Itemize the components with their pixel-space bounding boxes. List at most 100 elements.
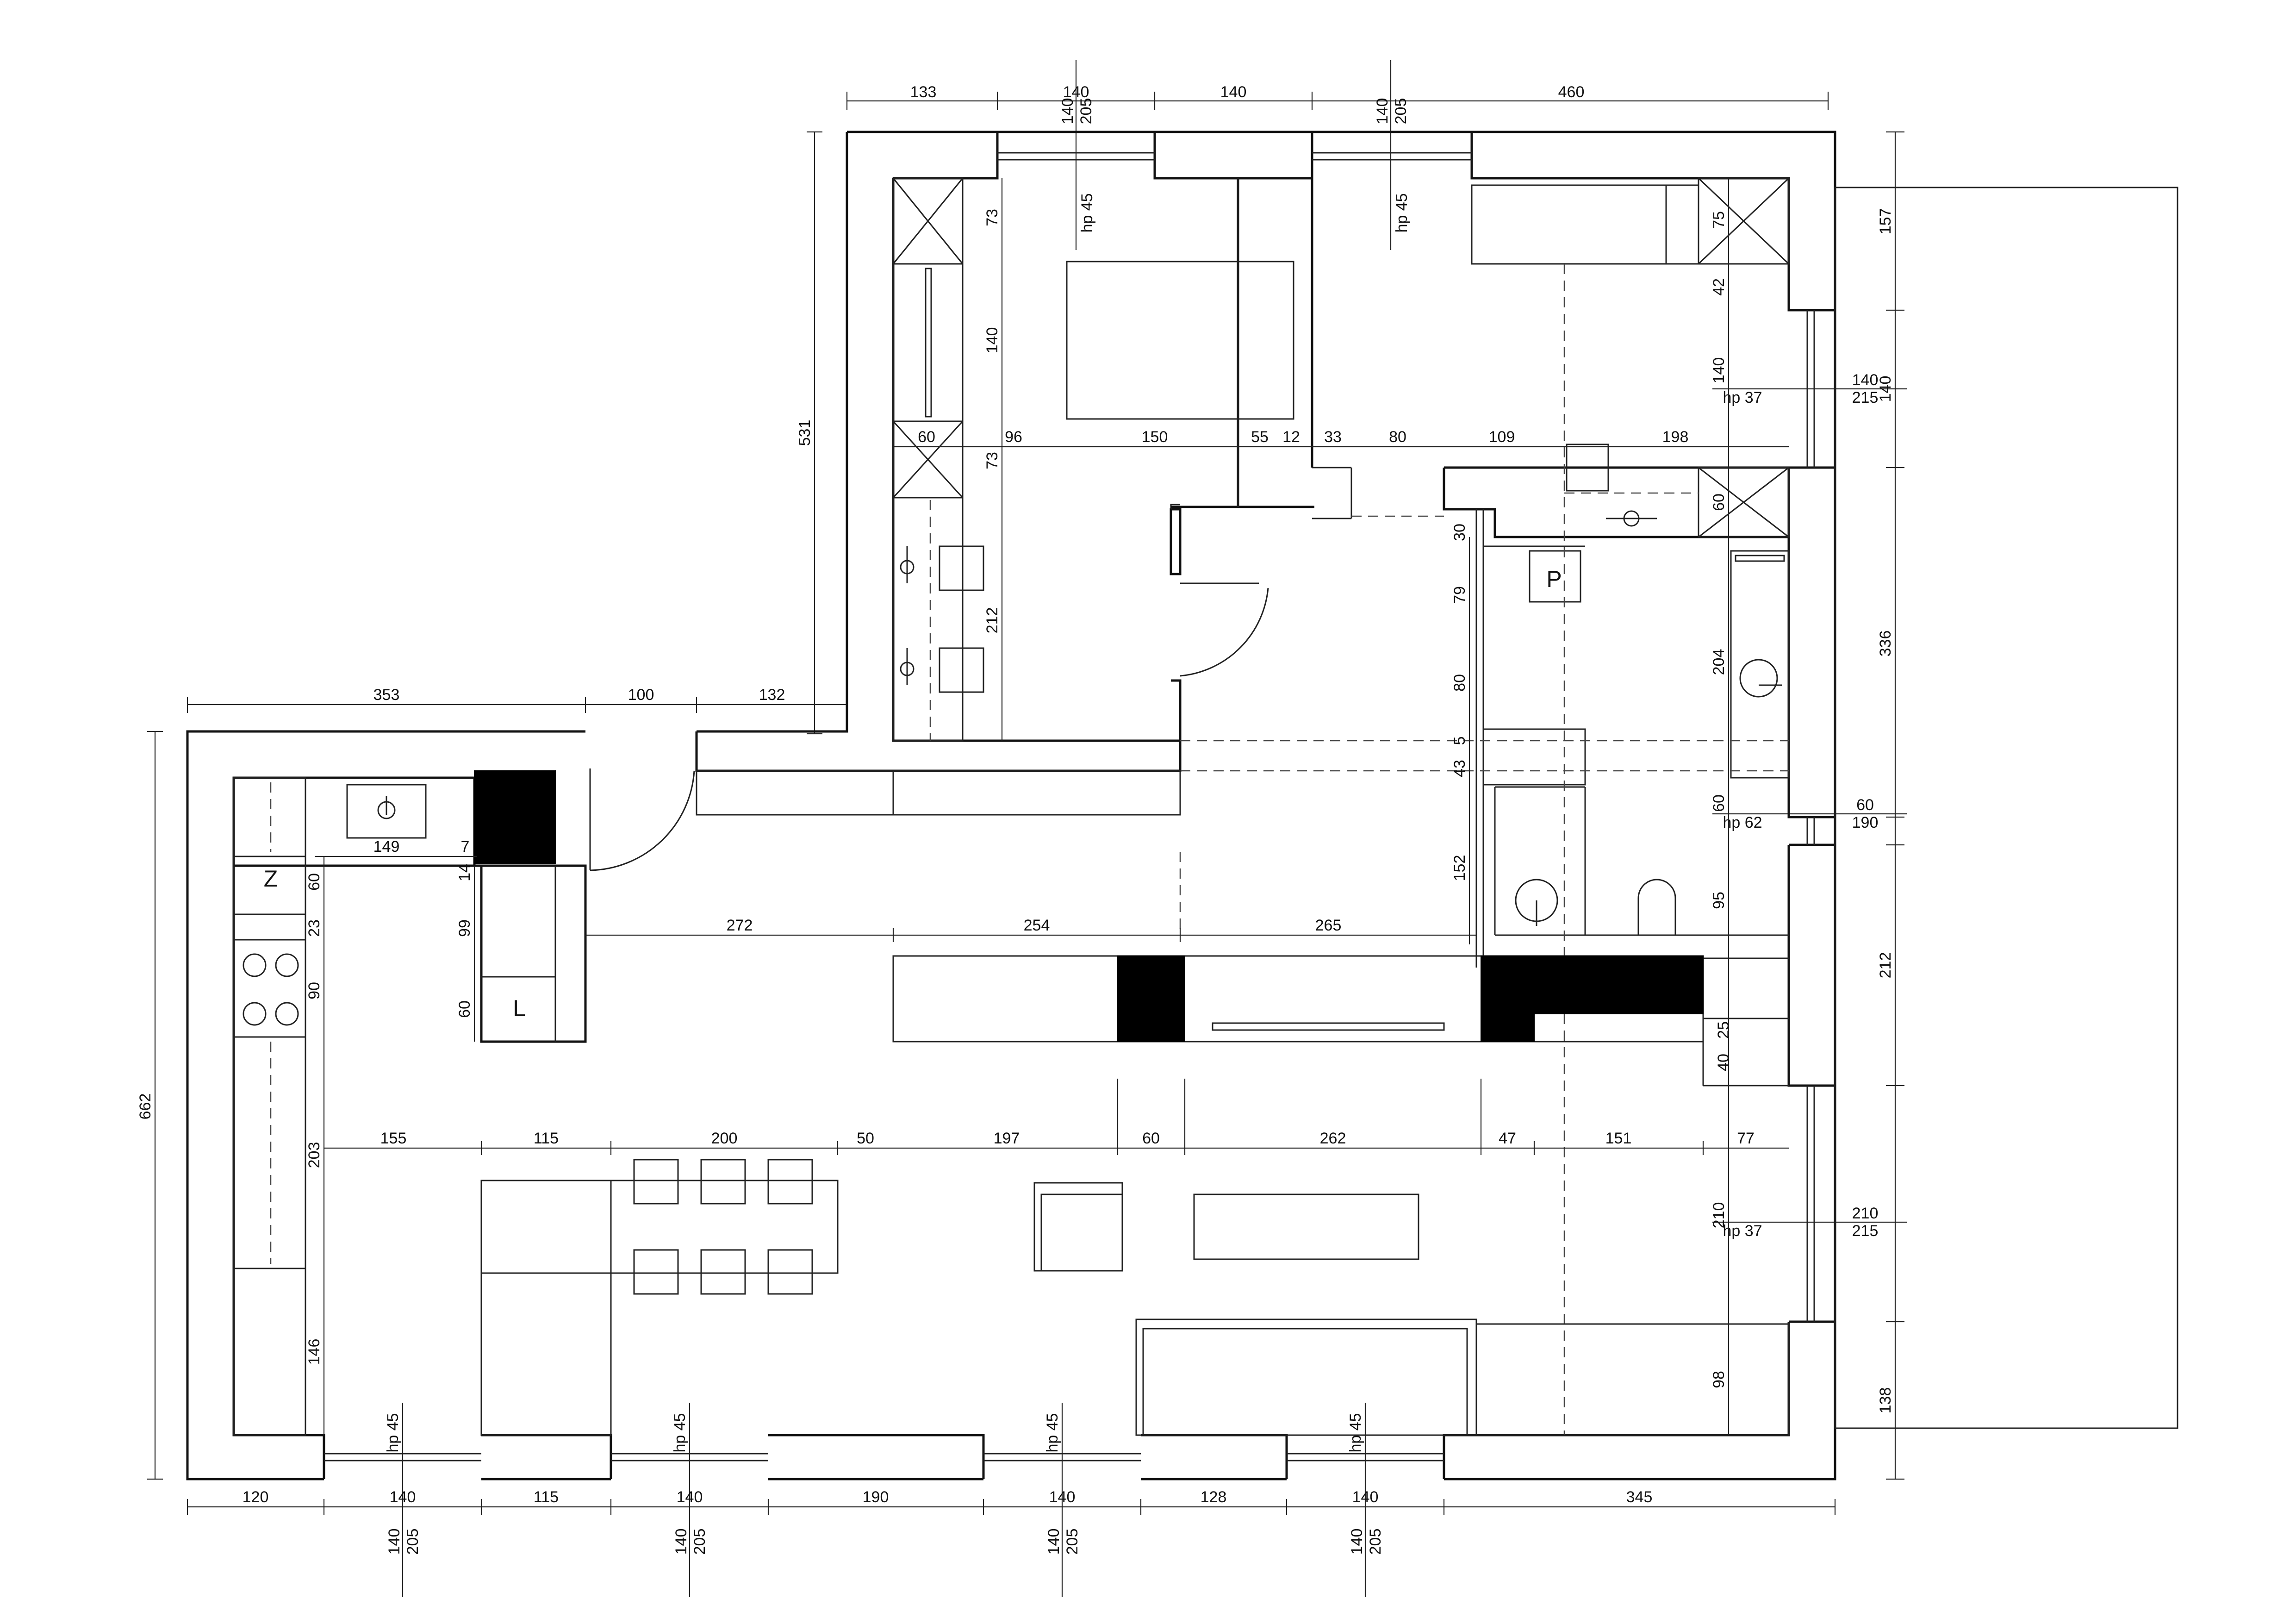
sofa: [1135, 1318, 1477, 1436]
dim-hall-2: 254: [1024, 917, 1050, 934]
dim-bedroom-row-3: 150: [1142, 428, 1168, 446]
hall-dimension-line: [585, 928, 1476, 942]
sill-height-top-1: hp 45: [1078, 193, 1096, 232]
dim-hall-3: 265: [1315, 917, 1342, 934]
dim-living-5: 197: [994, 1130, 1020, 1147]
dim-bottom-window-height-1: 205: [404, 1529, 422, 1555]
dim-bedroom-v3: 73: [983, 452, 1001, 469]
dim-living-9: 151: [1605, 1130, 1632, 1147]
dining-bench: [480, 1180, 612, 1436]
bedroom-door: [1180, 582, 1269, 677]
dim-bottom-9: 345: [1626, 1488, 1653, 1506]
dim-right-window-height-1: 215: [1852, 389, 1879, 406]
dim-bottom-window-width-1: 140: [386, 1529, 403, 1555]
entrance-door: [589, 768, 695, 871]
dim-right-3: 336: [1877, 631, 1894, 657]
kitchen-sink: [346, 784, 427, 839]
dim-bedroom-row-7: 80: [1389, 428, 1406, 446]
dim-right-7: 138: [1877, 1387, 1894, 1414]
dim-kitchen-6: 90: [305, 982, 323, 999]
dim-bottom-2: 140: [390, 1488, 416, 1506]
washing-machine: P: [1529, 550, 1581, 603]
dim-bath-right-4: 60: [1710, 493, 1728, 511]
dim-bedroom-v2: 140: [983, 327, 1001, 354]
sill-height-bottom-2: hp 45: [671, 1413, 689, 1452]
dim-bath-right-7: 95: [1710, 892, 1728, 909]
dim-kitchen-5: 23: [305, 919, 323, 937]
dim-bedroom-row-1: 60: [918, 428, 935, 446]
dim-bath-right-5: 204: [1710, 649, 1728, 675]
dim-right-window-width-1: 140: [1852, 371, 1879, 389]
balcony-outline: [1834, 187, 2178, 1429]
dim-bath-v6: 152: [1451, 855, 1468, 881]
bath-sink-lower: [1515, 879, 1558, 926]
dim-right-5: 212: [1877, 952, 1894, 979]
dim-bottom-6: 140: [1049, 1488, 1076, 1506]
fridge-label: Z: [264, 866, 278, 892]
dim-bedroom-row-6: 33: [1324, 428, 1342, 446]
dim-bath-right-2: 42: [1710, 278, 1728, 296]
dim-bedroom-row-2: 96: [1005, 428, 1022, 446]
dim-bath-right-6: 60: [1710, 794, 1728, 812]
dim-bottom-7: 128: [1201, 1488, 1227, 1506]
dim-upper-left-3: 132: [759, 686, 785, 704]
utility-cabinet-top: [1471, 177, 1790, 265]
dim-bedroom-row-9: 198: [1662, 428, 1689, 446]
dim-living-10: 77: [1737, 1130, 1755, 1147]
dining-table: [610, 1180, 839, 1274]
bath-sink-upper: [1564, 443, 1699, 527]
dim-bedroom-v1: 73: [983, 209, 1001, 226]
bedroom-wardrobe: [892, 177, 964, 742]
right-dimension-line: [1712, 131, 1907, 1480]
dim-bath-right-1: 75: [1710, 211, 1728, 229]
wall-unit-block-1: [1117, 956, 1185, 1042]
washer-label: P: [1546, 566, 1562, 592]
dim-bottom-window-height-3: 205: [1064, 1529, 1081, 1555]
bedroom-dimension-lines: [893, 178, 1789, 741]
bed: [1066, 178, 1294, 507]
dim-kitchen-10: 146: [305, 1339, 323, 1365]
kitchen-counter: [233, 777, 306, 1436]
pantry-label: L: [513, 995, 526, 1021]
dim-right-window-width-3: 210: [1852, 1205, 1879, 1222]
dim-kitchen-8: 60: [456, 1000, 473, 1018]
dim-bath-v2: 79: [1451, 586, 1468, 604]
cooktop: [243, 953, 299, 1026]
dim-left-overall: 662: [137, 1093, 154, 1120]
coffee-table: [1193, 1193, 1419, 1260]
hall-bench: [696, 770, 1181, 935]
dining-chairs: [633, 1159, 813, 1295]
dim-living-3: 200: [711, 1130, 738, 1147]
kitchen-dimension-lines: [315, 856, 477, 1435]
dim-kitchen-9: 203: [305, 1142, 323, 1168]
sill-height-right-3: hp 37: [1723, 1222, 1762, 1240]
dim-upper-left-2: 100: [628, 686, 654, 704]
interior-partitions: [1170, 178, 1789, 1087]
dim-living-right-1: 210: [1710, 1202, 1728, 1229]
bath-divider: [1482, 728, 1586, 786]
dim-hall-1: 272: [727, 917, 753, 934]
dim-bath-v4: 5: [1451, 737, 1468, 745]
sill-height-bottom-1: hp 45: [384, 1413, 402, 1452]
dim-bottom-window-width-2: 140: [672, 1529, 690, 1555]
dim-right-window-width-2: 60: [1856, 796, 1874, 814]
dim-bottom-window-height-4: 205: [1367, 1529, 1384, 1555]
dim-top-4: 460: [1558, 83, 1585, 101]
windows: [324, 152, 1815, 1462]
dim-top-window-height-2: 205: [1392, 98, 1410, 125]
dim-bath-v5: 43: [1451, 760, 1468, 777]
dim-living-1: 155: [380, 1130, 407, 1147]
dim-right-2: 140: [1877, 376, 1894, 402]
sill-height-top-2: hp 45: [1393, 193, 1411, 232]
fridge: Z: [264, 866, 278, 892]
dim-top-1: 133: [910, 83, 937, 101]
sill-height-right-1: hp 37: [1723, 389, 1762, 406]
dim-top-3: 140: [1220, 83, 1247, 101]
dim-right-window-height-3: 215: [1852, 1222, 1879, 1240]
armchair: [1033, 1182, 1123, 1272]
upper-left-dimension-line: [187, 697, 848, 713]
pantry: L: [481, 866, 556, 1042]
dim-bedroom-row-8: 109: [1489, 428, 1515, 446]
dim-bottom-3: 115: [534, 1488, 559, 1506]
